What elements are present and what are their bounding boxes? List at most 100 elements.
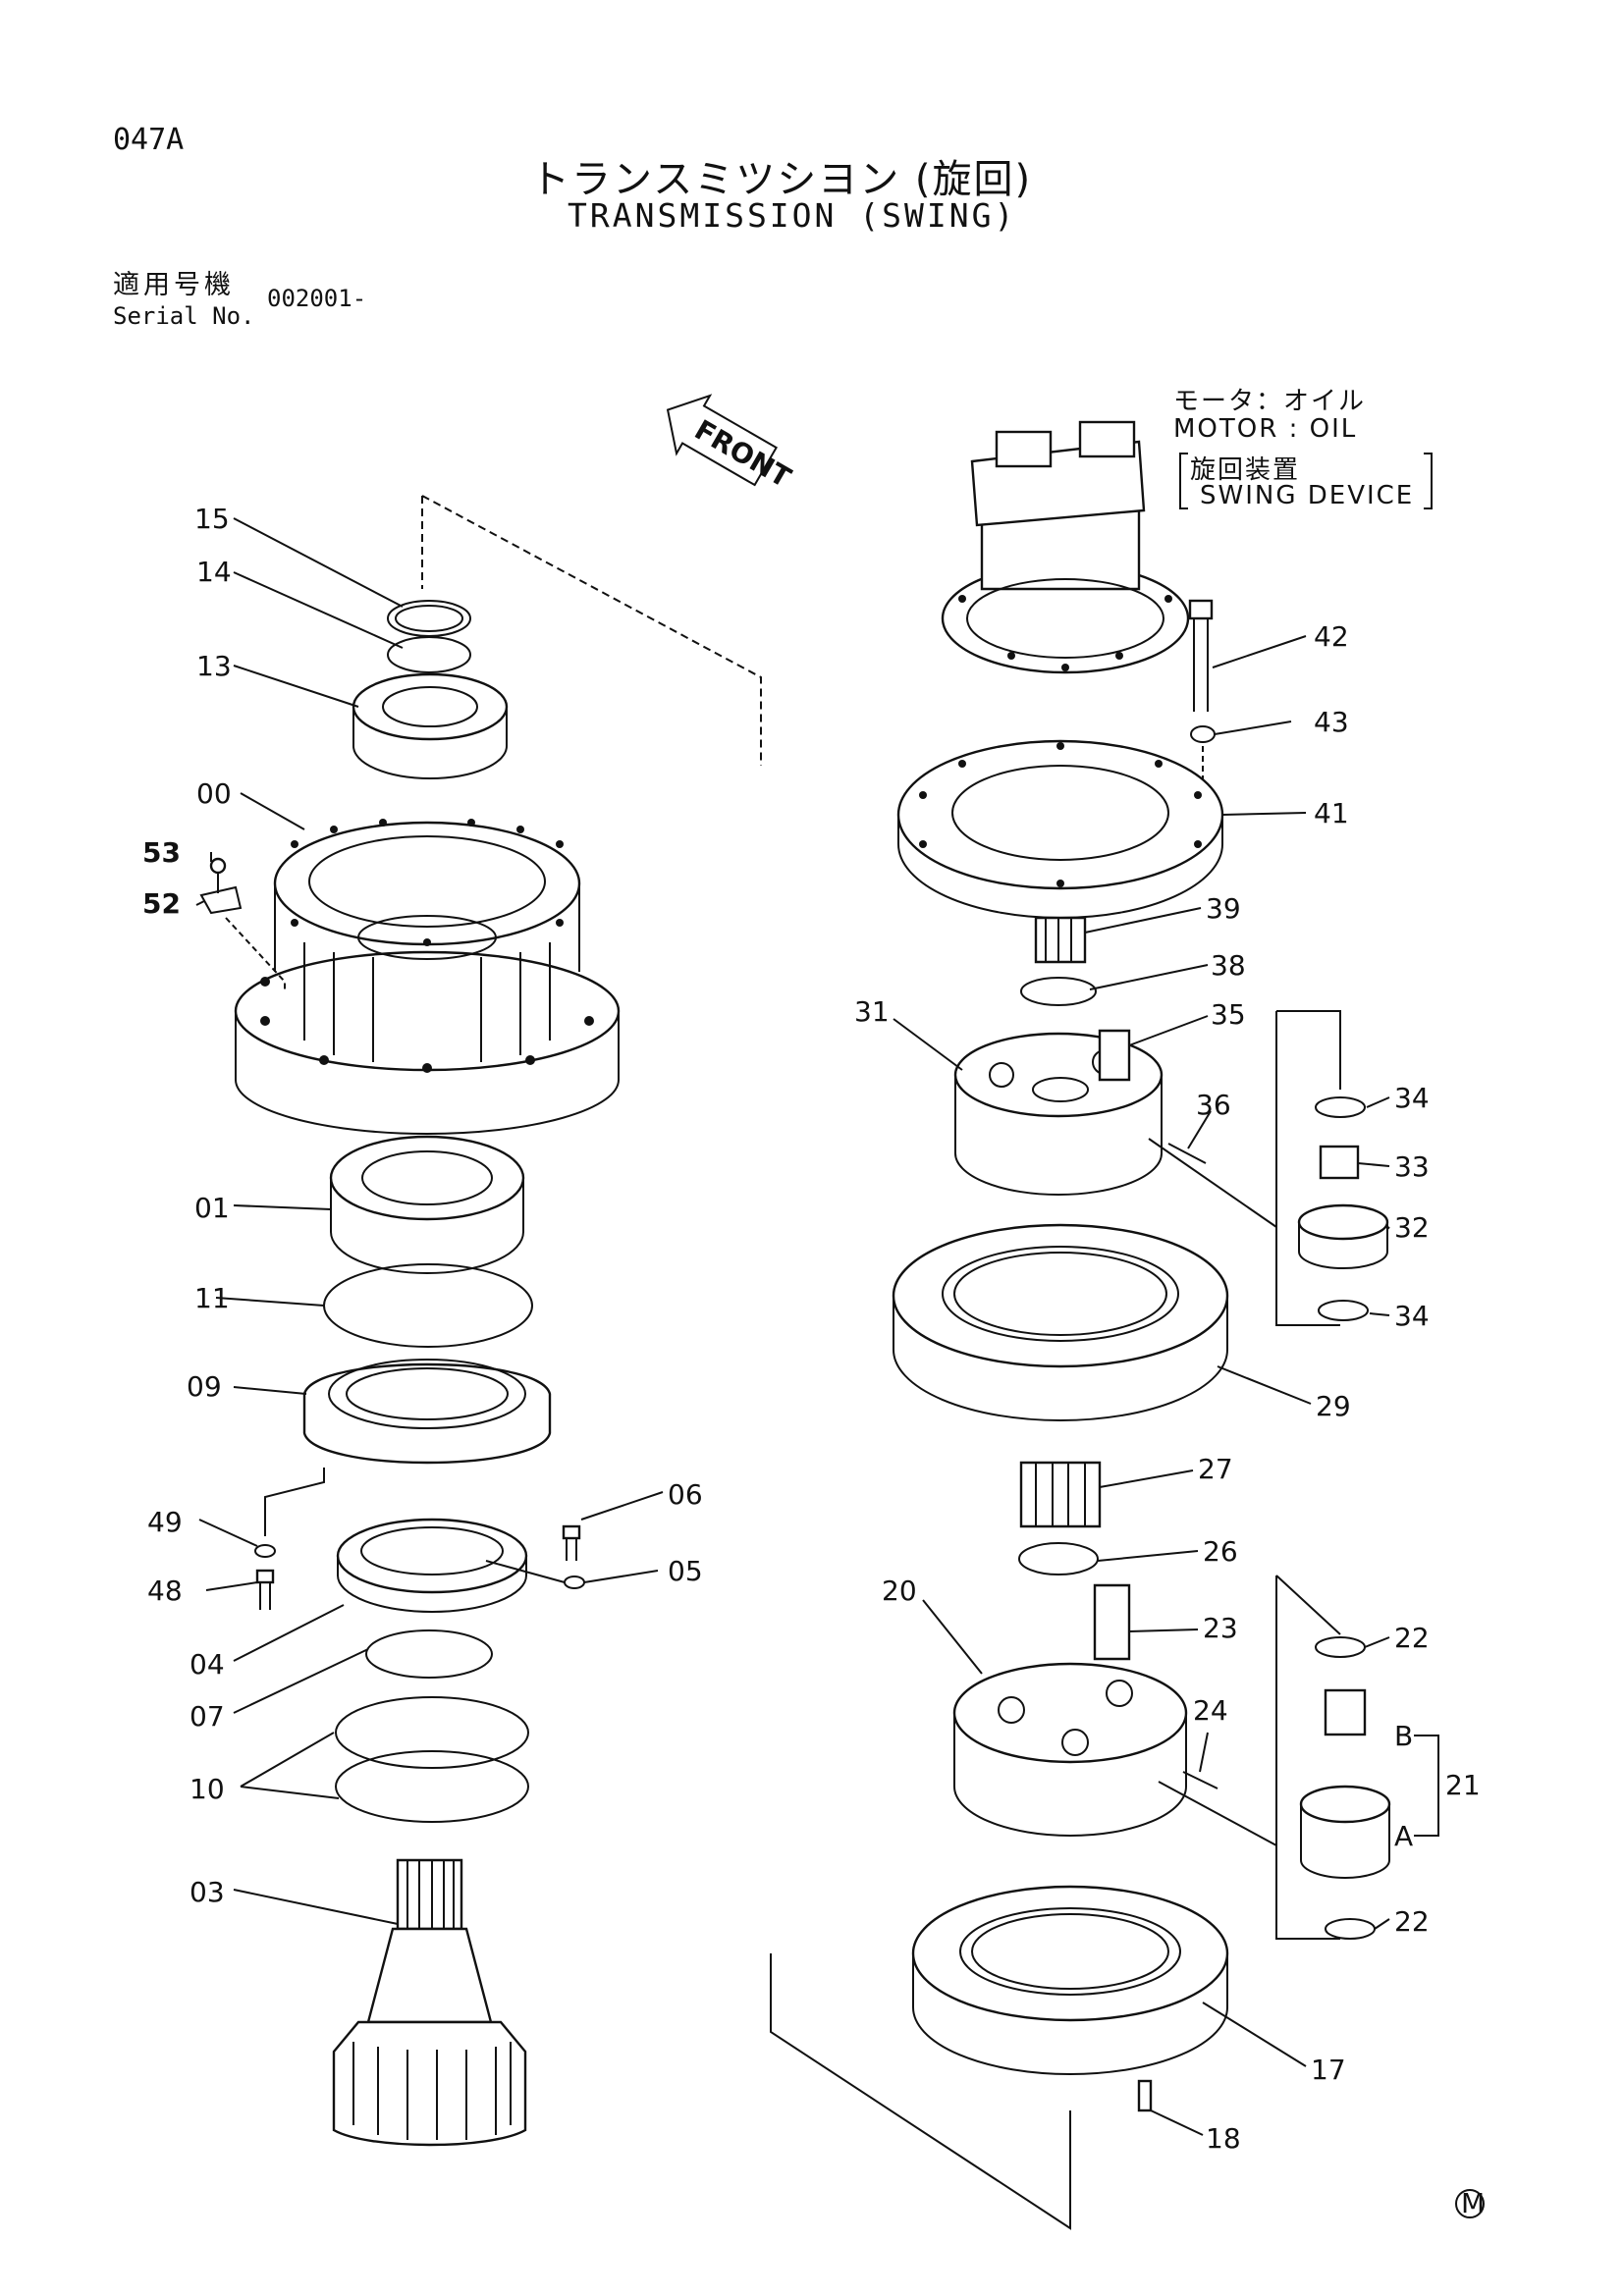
callout-04: 04 (189, 1648, 225, 1681)
callout-23: 23 (1203, 1612, 1238, 1644)
callout-31: 31 (854, 995, 890, 1028)
callout-41: 41 (1314, 797, 1349, 829)
leader-49-cover (264, 1468, 325, 1536)
callout-15: 15 (194, 503, 230, 535)
motor-note-en: MOTOR : OIL (1173, 414, 1358, 444)
leader-planet-upper (1148, 1138, 1277, 1228)
front-label: FRONT (689, 413, 796, 494)
frame-line-upper (421, 495, 762, 766)
callout-34-upper: 34 (1394, 1082, 1430, 1114)
part-11-o-ring (323, 1263, 533, 1348)
callout-14: 14 (196, 556, 232, 588)
leader-52-housing (225, 917, 286, 991)
part-29-ring-gear (892, 1223, 1229, 1421)
part-21-bushing-B (1324, 1688, 1367, 1736)
part-22-washer-lower (1325, 1918, 1376, 1940)
callout-10: 10 (189, 1773, 225, 1805)
callout-00: 00 (196, 777, 232, 810)
serial-value: 002001- (267, 285, 367, 312)
part-52-plate (199, 885, 243, 915)
callout-13: 13 (196, 650, 232, 682)
callout-18: 18 (1206, 2122, 1241, 2155)
part-18-pin (1137, 2079, 1153, 2112)
callout-48: 48 (147, 1575, 183, 1607)
leader-planet-lower (1158, 1781, 1277, 1846)
swing-device-note-en: SWING DEVICE (1200, 481, 1415, 510)
callout-22-upper: 22 (1394, 1622, 1430, 1654)
part-49-washer (254, 1544, 276, 1558)
part-14-ring (387, 636, 471, 673)
part-24-spring-pin (1182, 1771, 1218, 1789)
part-13-bearing (352, 672, 509, 779)
swing-device-note-jp: 旋回装置 (1190, 455, 1301, 485)
m-mark: M (1455, 2187, 1485, 2219)
m-mark-label: M (1461, 2187, 1485, 2219)
serial-label-english: Serial No. (113, 302, 255, 330)
title-english: TRANSMISSION (SWING) (568, 196, 1017, 235)
part-26-thrust-plate (1018, 1542, 1099, 1575)
callout-52: 52 (142, 887, 181, 920)
callout-leaders (195, 517, 1390, 2136)
callout-26: 26 (1203, 1535, 1238, 1568)
callout-42: 42 (1314, 620, 1349, 653)
callout-22-lower: 22 (1394, 1905, 1430, 1938)
part-42-bolt (1188, 599, 1214, 712)
frame-planet-lower (1275, 1575, 1341, 1940)
callout-21: 21 (1445, 1769, 1481, 1801)
title-japanese: トランスミツシヨン (旋回) (530, 157, 1033, 202)
part-31-carrier (953, 1032, 1164, 1196)
part-10-shim-upper (335, 1696, 529, 1769)
callout-53: 53 (142, 836, 181, 869)
callout-29: 29 (1316, 1390, 1351, 1422)
callout-49: 49 (147, 1506, 183, 1538)
page-code: 047A (113, 123, 185, 157)
frame-planet-upper (1275, 1010, 1341, 1326)
callout-21-B: B (1394, 1720, 1413, 1752)
part-33-needle-bearing (1319, 1145, 1360, 1180)
callout-09: 09 (187, 1370, 222, 1403)
part-32-planet-gear (1297, 1203, 1389, 1269)
part-34-washer-upper (1315, 1096, 1366, 1118)
callout-21-A: A (1394, 1820, 1413, 1852)
note-bracket-right (1424, 453, 1433, 509)
callout-20: 20 (882, 1575, 917, 1607)
leader-05-seal (485, 1560, 566, 1583)
note-bracket-left (1179, 453, 1188, 509)
part-41-flange (896, 739, 1224, 919)
callout-labels: 15 14 13 00 53 52 01 11 09 49 48 06 05 0… (142, 503, 1481, 2155)
callout-33: 33 (1394, 1150, 1430, 1183)
callout-11: 11 (194, 1282, 230, 1314)
callout-03: 03 (189, 1876, 225, 1908)
bracket-21 (1414, 1735, 1439, 1837)
part-23-pin (1093, 1583, 1131, 1661)
part-21-gear-A (1299, 1785, 1391, 1879)
callout-32: 32 (1394, 1211, 1430, 1244)
part-06-bolt (562, 1524, 581, 1561)
callout-24: 24 (1193, 1694, 1228, 1727)
callout-05: 05 (668, 1555, 703, 1587)
part-20-carrier (952, 1662, 1188, 1837)
callout-27: 27 (1198, 1453, 1233, 1485)
callout-39: 39 (1206, 892, 1241, 925)
part-34-washer-lower (1318, 1300, 1369, 1321)
callout-01: 01 (194, 1192, 230, 1224)
serial-label-japanese: 適用号機 (113, 270, 235, 300)
callout-36: 36 (1196, 1089, 1231, 1121)
part-09-cover (302, 1359, 552, 1465)
part-36-spring-pin (1167, 1143, 1207, 1164)
part-48-bolt (255, 1569, 275, 1610)
callout-43: 43 (1314, 706, 1349, 738)
part-01-bearing (329, 1135, 525, 1274)
part-22-washer-upper (1315, 1636, 1366, 1658)
part-00-housing (234, 819, 621, 1135)
part-10-shim-lower (335, 1750, 529, 1823)
frame-line-lower (770, 1953, 1071, 2230)
callout-34-lower: 34 (1394, 1300, 1430, 1332)
callout-06: 06 (668, 1478, 703, 1511)
part-17-ring-gear (911, 1885, 1229, 2075)
part-27-sun-gear (1019, 1461, 1102, 1528)
front-arrow: FRONT (666, 394, 796, 494)
callout-17: 17 (1311, 2054, 1346, 2086)
part-43-washer (1190, 725, 1216, 743)
